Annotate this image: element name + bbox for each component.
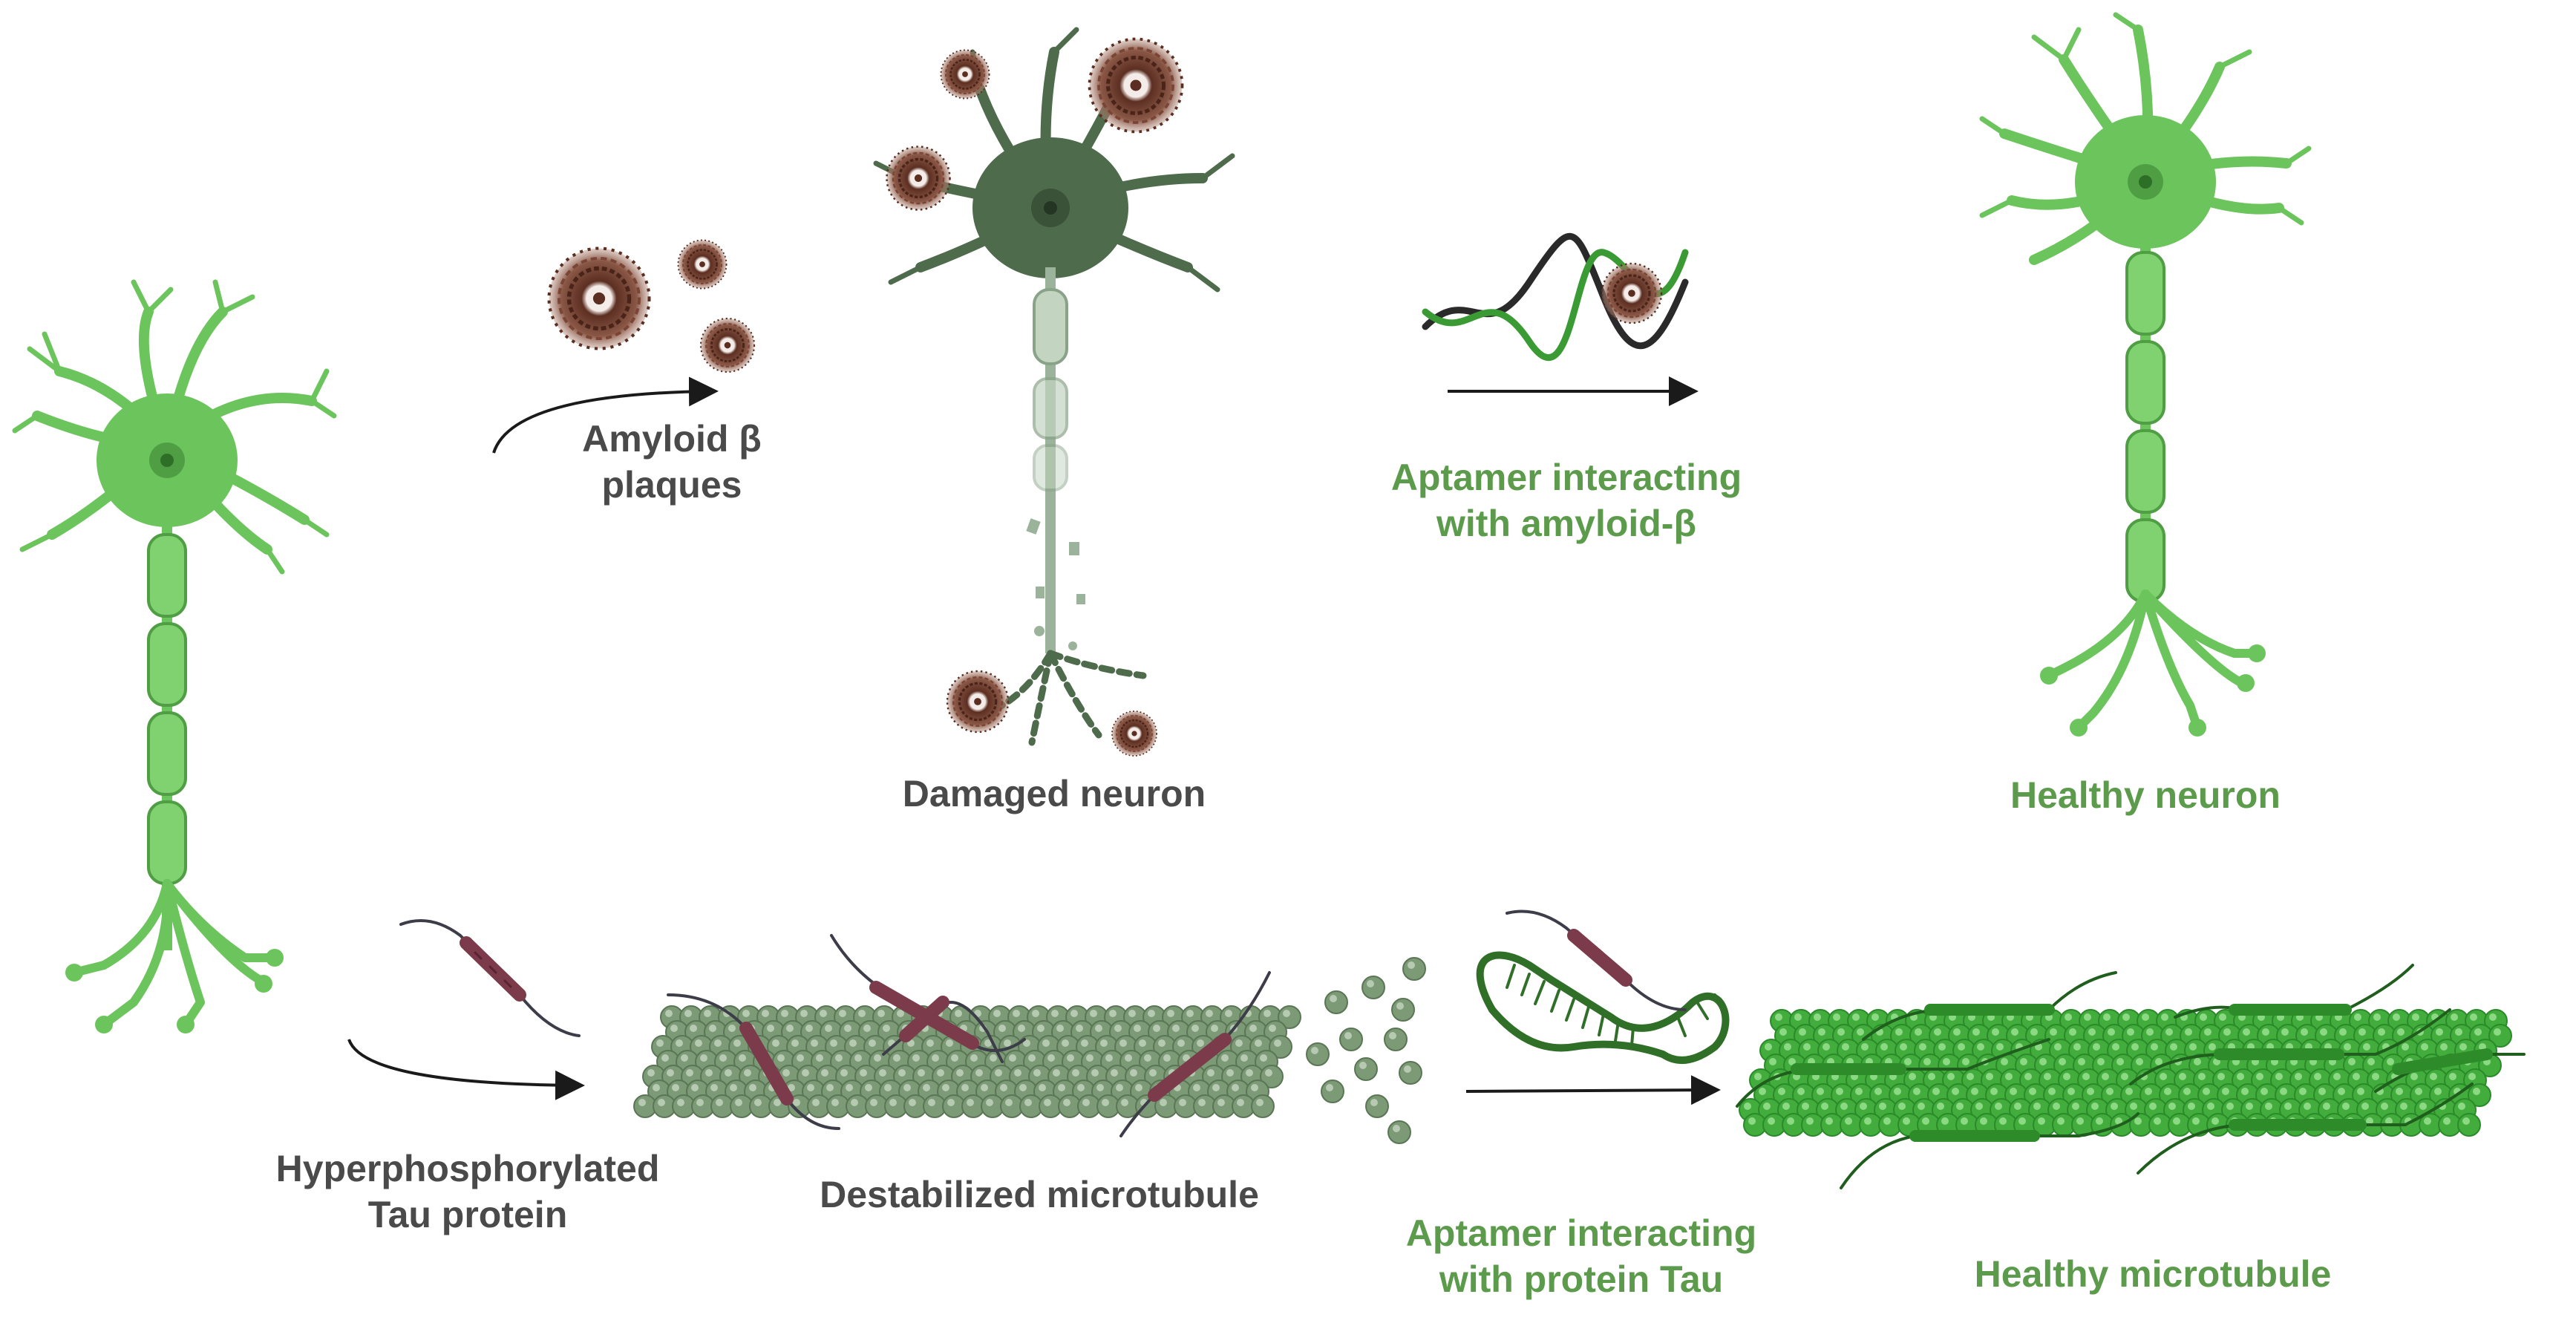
aptamer-amyloid-label-line1: Aptamer interacting — [1390, 457, 1742, 498]
aptamer-hairpin-icon — [1476, 909, 1730, 1064]
tau-protein-icon — [1736, 964, 2526, 1189]
arrow-icon — [492, 376, 719, 454]
amyloid-plaques-label-line1: Amyloid β — [582, 418, 762, 460]
hyperphosphorylated-tau-label-line1: Hyperphosphorylated — [275, 1148, 660, 1189]
amyloid-plaques-label: Amyloid β plaques — [546, 416, 798, 508]
tubulin-sphere — [2457, 1113, 2481, 1137]
amyloid-plaque-icon — [549, 239, 756, 373]
healthy-microtubule-label: Healthy microtubule — [1974, 1253, 2332, 1295]
tau-protein-icon — [399, 919, 581, 1037]
arrow-icon — [1465, 1075, 1721, 1105]
hyperphosphorylated-tau-label: Hyperphosphorylated Tau protein — [238, 1146, 698, 1238]
aptamer-amyloid-label: Aptamer interacting with amyloid-β — [1359, 454, 1774, 546]
neuron-healthy-left — [12, 279, 337, 1033]
arrow-icon — [347, 1039, 585, 1100]
tau-protein-icon — [667, 934, 1271, 1137]
damaged-neuron-label: Damaged neuron — [902, 773, 1206, 814]
healthy-neuron-label: Healthy neuron — [2010, 774, 2281, 816]
amyloid-plaque-icon — [1601, 262, 1663, 324]
aptamer-tau-label: Aptamer interacting with protein Tau — [1359, 1210, 1804, 1302]
amyloid-plaques-label-line2: plaques — [601, 464, 742, 506]
aptamer-tau-label-line2: with protein Tau — [1439, 1258, 1724, 1300]
aptamer-tau-label-line1: Aptamer interacting — [1405, 1212, 1757, 1254]
neuron-damaged-icon — [873, 27, 1235, 746]
neuron-healthy-right — [1979, 12, 2312, 737]
tubulin-sphere — [1251, 1094, 1275, 1118]
destabilized-microtubule-label: Destabilized microtubule — [820, 1174, 1259, 1215]
aptamer-amyloid-label-line2: with amyloid-β — [1436, 503, 1696, 544]
tubulin-fragments — [1306, 957, 1426, 1144]
hyperphosphorylated-tau-label-line2: Tau protein — [367, 1194, 568, 1235]
